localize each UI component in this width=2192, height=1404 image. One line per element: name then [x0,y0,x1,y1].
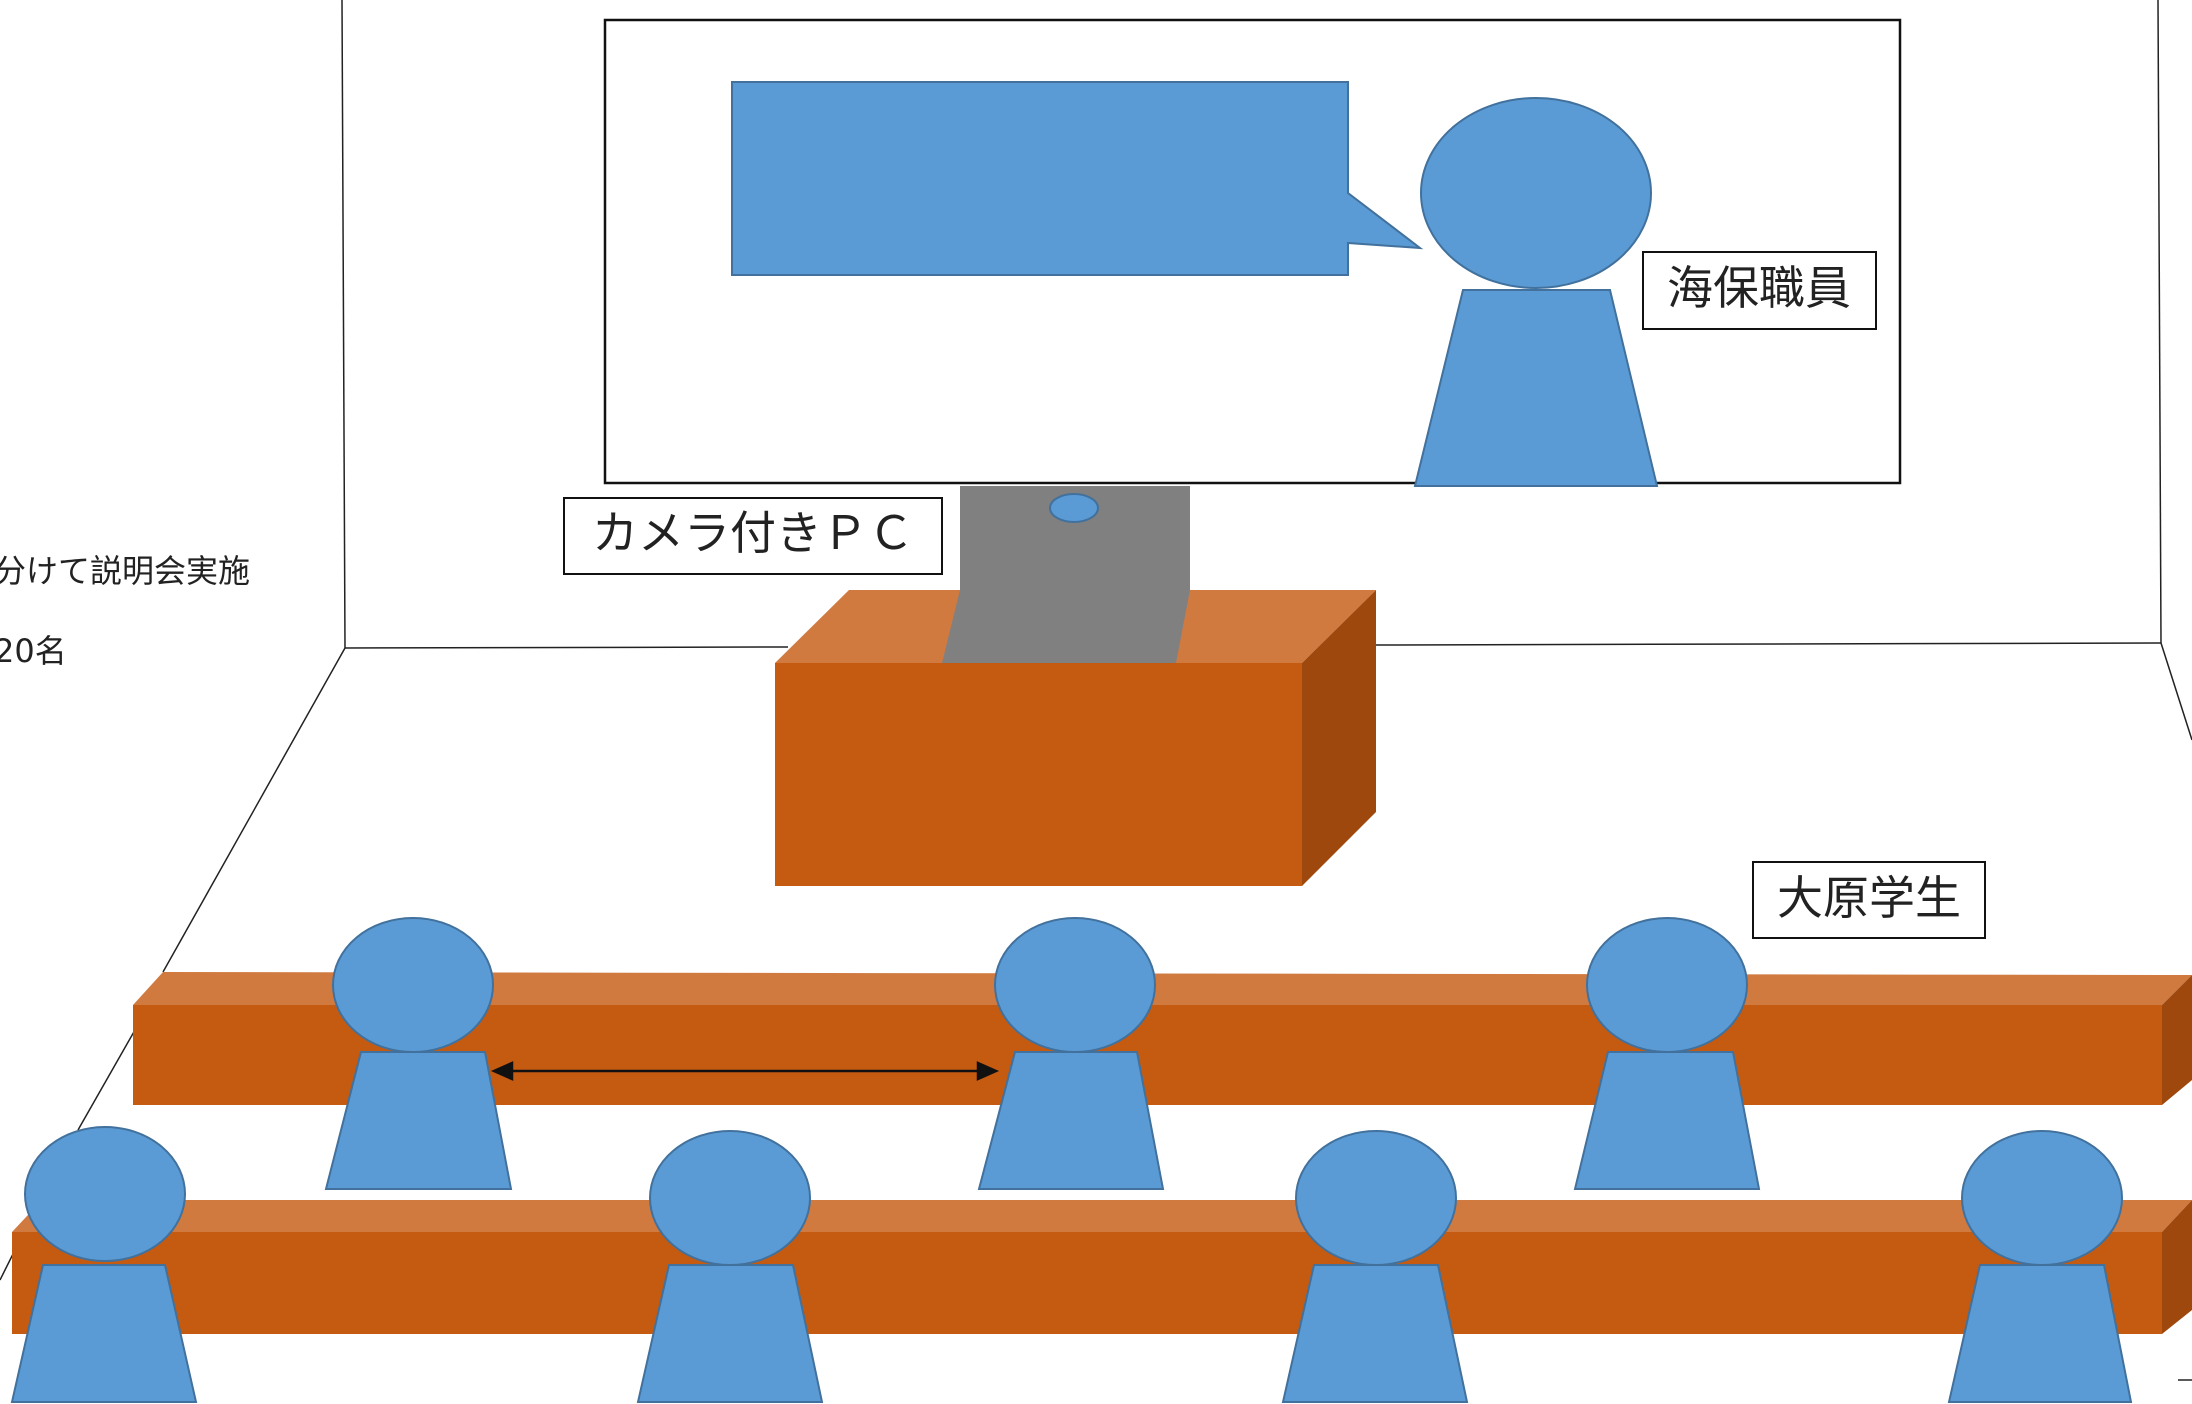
student-person-icon [1947,1130,2133,1403]
side-notes: 分けて説明会実施 20名 [0,552,250,670]
camera-pc-label: カメラ付きＰＣ [563,497,943,575]
staff-label: 海保職員 [1642,251,1877,330]
svg-text:海保職員: 海保職員 [1667,261,1851,315]
students-label: 大原学生 [1752,861,1986,939]
student-person-icon [324,917,513,1190]
lectern-desk [775,590,1376,886]
student-person-icon [977,917,1165,1190]
side-note-count: 20名 [0,632,67,670]
staff-person-icon [1413,97,1659,487]
svg-text:大原学生: 大原学生 [1777,871,1961,925]
distance-arrow [490,1061,1000,1081]
speech-bubble [731,81,1424,276]
front-row-students [10,1126,2133,1403]
laptop-icon [960,486,1190,590]
student-person-icon [636,1130,824,1403]
webcam-icon [1049,493,1099,523]
side-note-sessions: 分けて説明会実施 [0,552,250,590]
student-person-icon [10,1126,198,1403]
student-person-icon [1573,917,1761,1190]
front-row-desk [12,1200,2192,1334]
back-row-students [324,917,1761,1190]
svg-text:カメラ付きＰＣ: カメラ付きＰＣ [592,506,914,560]
student-person-icon [1281,1130,1469,1403]
